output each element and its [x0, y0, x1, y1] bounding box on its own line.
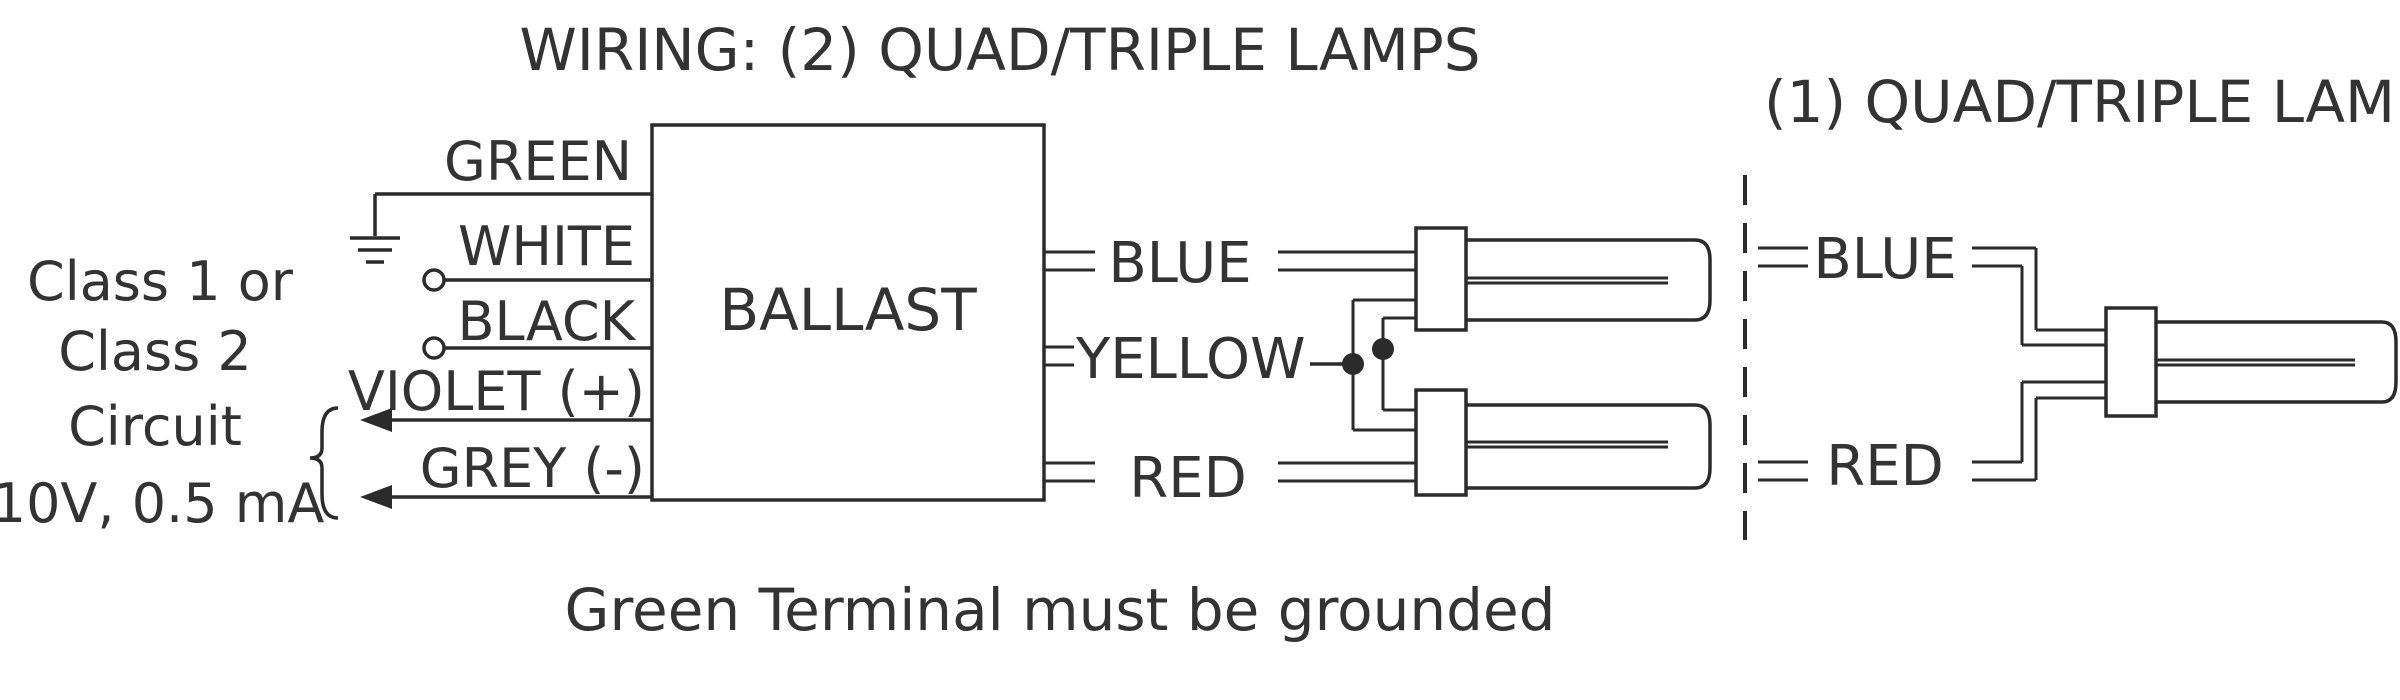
single-lamp-wiring: BLUE RED — [1758, 227, 2106, 499]
white-terminal-icon — [422, 268, 446, 292]
grounding-note: Green Terminal must be grounded — [565, 576, 1556, 644]
lamp-base — [1414, 388, 1468, 497]
brace-icon — [309, 406, 339, 520]
violet-arrow-icon — [360, 408, 392, 432]
black-terminal-icon — [422, 336, 446, 360]
single-lamp — [2104, 306, 2398, 418]
circuit-line-2: Class 2 — [58, 320, 252, 383]
single-red-wire-label: RED — [1826, 434, 1943, 499]
yellow-wire-label: YELLOW — [1075, 327, 1305, 392]
junction-dot — [1372, 338, 1394, 360]
ballast-label: BALLAST — [719, 276, 977, 344]
input-wires: GREEN WHITE BLACK VIOLET (+) GREY (-) — [348, 130, 652, 509]
white-wire-label: WHITE — [458, 215, 635, 278]
circuit-line-3: Circuit — [68, 395, 242, 458]
single-blue-wire-label: BLUE — [1813, 227, 1956, 292]
circuit-line-4: 10V, 0.5 mA — [0, 472, 324, 535]
violet-wire-label: VIOLET (+) — [348, 360, 645, 423]
green-wire-label: GREEN — [444, 130, 632, 193]
grey-wire-label: GREY (-) — [420, 437, 645, 500]
lamp-base — [1414, 226, 1468, 332]
junction-dot — [1342, 353, 1364, 375]
lamp-base — [2104, 306, 2158, 418]
diagram-title: WIRING: (2) QUAD/TRIPLE LAMPS — [519, 16, 1480, 84]
ballast-box — [650, 123, 1046, 502]
ground-icon — [350, 194, 400, 264]
circuit-line-1: Class 1 or — [27, 250, 294, 313]
black-wire-label: BLACK — [458, 290, 637, 353]
grey-arrow-icon — [360, 485, 392, 509]
lamp-bottom — [1414, 388, 1712, 497]
single-lamp-title: (1) QUAD/TRIPLE LAMP — [1764, 68, 2400, 136]
lamp-top — [1414, 226, 1712, 332]
dimming-circuit-label: Class 1 or Class 2 Circuit 10V, 0.5 mA — [0, 250, 324, 535]
output-wires: BLUE YELLOW RED — [1044, 231, 1416, 511]
blue-wire-label: BLUE — [1108, 231, 1251, 296]
red-wire-label: RED — [1129, 446, 1246, 511]
